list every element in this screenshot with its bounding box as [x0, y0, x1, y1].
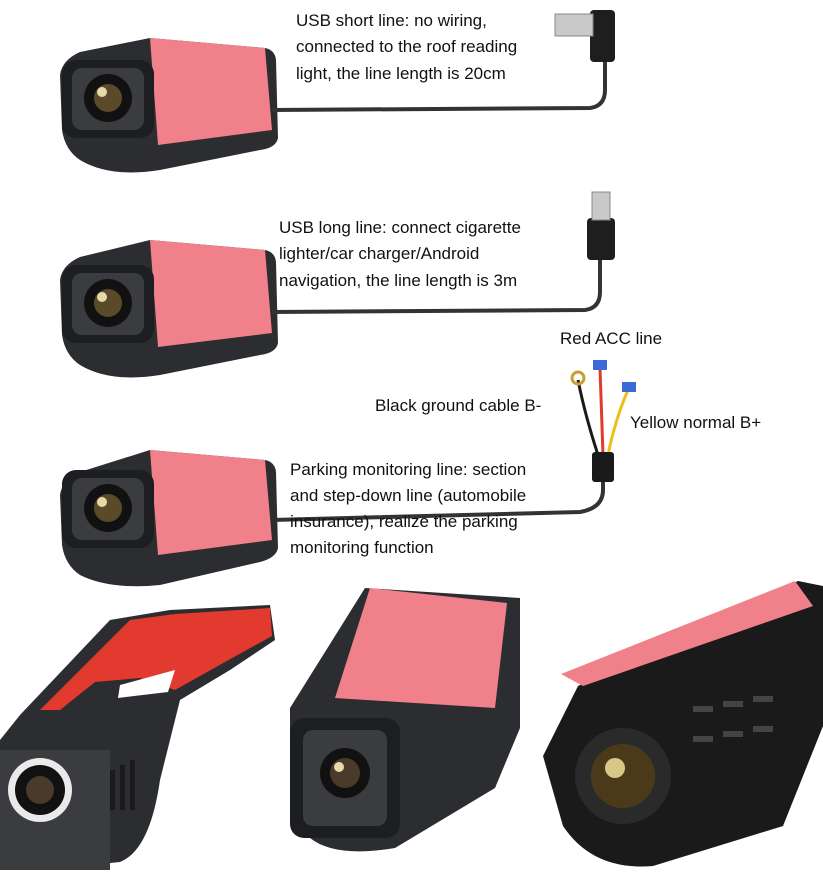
dashcam-image-3	[60, 450, 278, 587]
dashcam-image-2	[60, 240, 278, 378]
parking-label: Parking monitoring line: section and ste…	[290, 460, 527, 557]
usb-long-cable	[271, 191, 615, 314]
hardwire-kit-cable	[271, 360, 636, 522]
black-ground-label: Black ground cable B-	[375, 396, 542, 415]
red-acc-label: Red ACC line	[560, 329, 663, 348]
usb-short-label: USB short line: no wiring, connected to …	[296, 11, 518, 83]
yellow-normal-label: Yellow normal B+	[630, 413, 762, 432]
dashcam-side-view	[0, 605, 275, 870]
dashcam-image-1	[60, 38, 278, 173]
dashcam-front-view	[290, 588, 520, 852]
usb-short-cable	[271, 10, 615, 112]
dashcam-angled-view	[543, 581, 823, 867]
usb-long-label: USB long line: connect cigarette lighter…	[279, 218, 521, 290]
